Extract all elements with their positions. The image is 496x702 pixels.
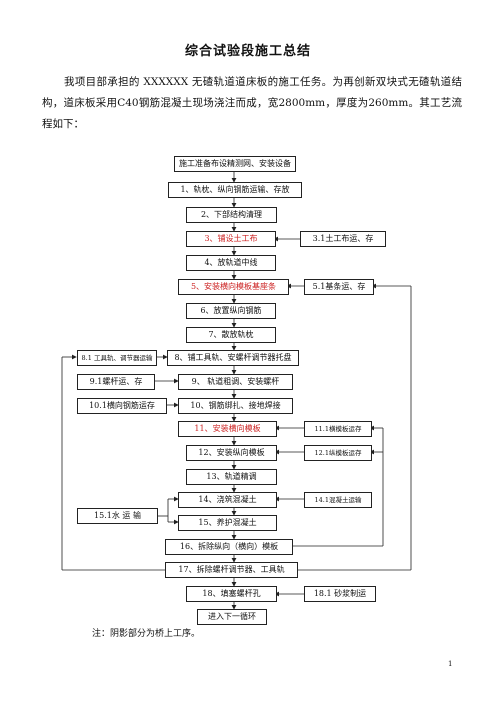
step-16: 16、拆除纵向（横向）模板 <box>165 539 293 555</box>
page-number: 1 <box>448 660 453 668</box>
document-title: 综合试验段施工总结 <box>184 44 311 59</box>
step-7: 7、散放轨枕 <box>186 327 276 343</box>
step-5: 5、安装横向模板基座条 <box>178 279 289 295</box>
side-12-1: 12.1纵模板运存 <box>304 445 372 461</box>
step-2: 2、下部结构清理 <box>186 207 277 223</box>
step-15: 15、养护混凝土 <box>178 515 277 531</box>
step-17: 17、拆除螺杆调节器、工具轨 <box>165 562 298 578</box>
footnote: 注：阴影部分为桥上工序。 <box>92 629 201 639</box>
step-8: 8、铺工具轨、安螺杆调节器托盘 <box>167 350 299 366</box>
step-9: 9、 轨道粗调、安装螺杆 <box>178 374 293 390</box>
step-12: 12、安装纵向模板 <box>186 445 277 461</box>
intro-paragraph: 我项目部承担的 XXXXXX 无碴轨道道床板的施工任务。为再创新双块式无碴轨道结… <box>42 76 462 130</box>
step-preparation: 施工准备布设精测网、安装设备 <box>174 156 296 172</box>
side-18-1: 18.1 砂浆制运 <box>304 586 376 602</box>
step-14: 14、浇筑混凝土 <box>178 492 277 508</box>
side-8-1: 8.1 工具轨、调节器运输 <box>77 350 157 366</box>
side-9-1: 9.1螺杆运、存 <box>77 374 155 390</box>
side-5-1: 5.1基条运、存 <box>304 279 374 295</box>
side-3-1: 3.1土工布运、存 <box>300 231 386 247</box>
side-10-1: 10.1横向钢筋运存 <box>77 398 167 414</box>
step-11: 11、安装横向模板 <box>178 421 277 437</box>
step-13: 13、轨道精调 <box>186 469 277 485</box>
side-11-1: 11.1横模板运存 <box>304 421 372 437</box>
side-15-1: 15.1水 运 输 <box>77 508 158 524</box>
step-3: 3、铺设土工布 <box>186 231 276 247</box>
step-next-cycle: 进入下一循环 <box>197 609 267 625</box>
side-14-1: 14.1混凝土运输 <box>304 492 372 508</box>
step-10: 10、钢筋绑扎、接地焊接 <box>178 398 293 414</box>
step-1: 1、轨枕、纵向钢筋运输、存放 <box>168 182 302 198</box>
step-4: 4、放轨道中线 <box>186 255 276 271</box>
step-18: 18、填塞螺杆孔 <box>186 586 277 602</box>
step-6: 6、放置纵向钢筋 <box>186 303 276 319</box>
